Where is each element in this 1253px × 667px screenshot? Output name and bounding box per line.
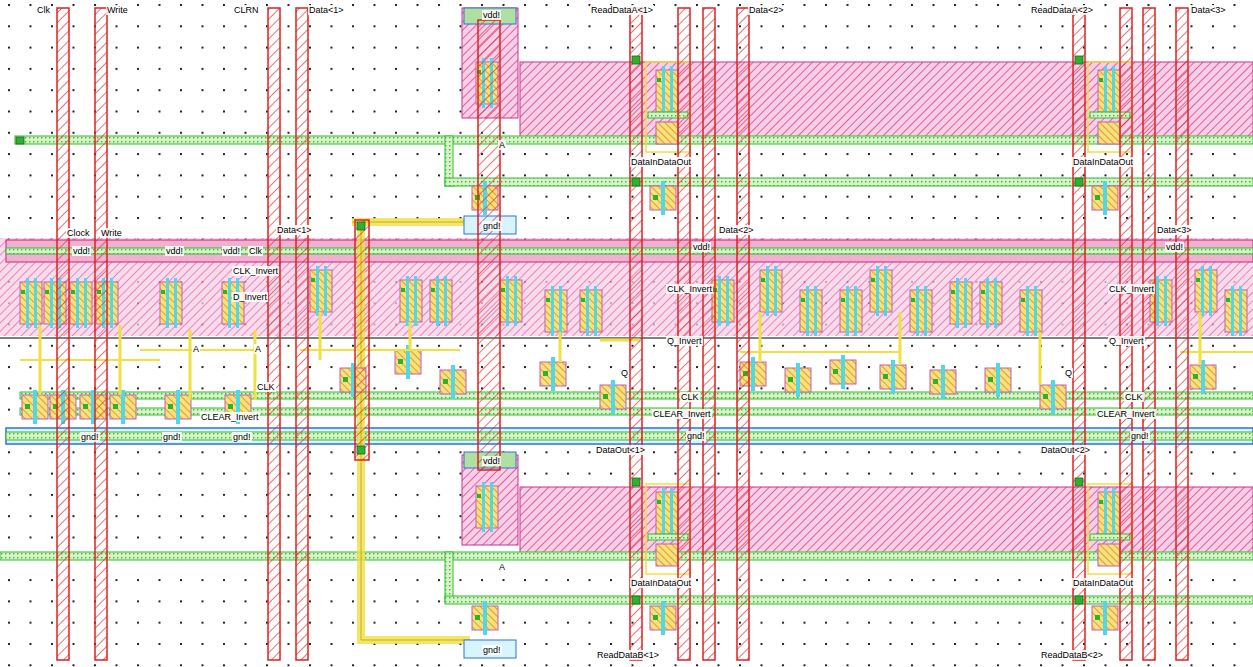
signal-label: CLEAR_Invert (200, 412, 260, 422)
signal-label: Q (1064, 368, 1073, 378)
signal-label: ReadDataA<2> (1030, 5, 1094, 15)
signal-label: CLEAR_Invert (652, 409, 712, 419)
signal-label: A (498, 140, 506, 150)
signal-label: DataOut<2> (1040, 445, 1091, 455)
signal-label: Clk (248, 246, 263, 256)
signal-label: ReadDataA<1> (590, 5, 654, 15)
signal-label: DataInDataOut (1072, 578, 1134, 588)
signal-label: Clock (66, 228, 91, 238)
signal-label: D_Invert (232, 292, 268, 302)
signal-label: ReadDataB<1> (596, 650, 660, 660)
signal-label: DataOut<1> (595, 445, 646, 455)
signal-label: Data<2> (718, 225, 755, 235)
signal-label: gnd! (1130, 431, 1150, 441)
signal-label: vdd! (72, 246, 91, 256)
signal-label: Data<1> (276, 225, 313, 235)
signal-label: CLK (1124, 392, 1144, 402)
signal-label: gnd! (482, 645, 502, 655)
signal-label: Data<3> (1156, 225, 1193, 235)
signal-label: gnd! (80, 432, 100, 442)
signal-label: Write (106, 5, 129, 15)
signal-label: A (192, 344, 200, 354)
signal-label: DataInDataOut (630, 578, 692, 588)
signal-label: vdd! (482, 10, 501, 20)
signal-label: Clk (36, 5, 51, 15)
signal-label: Data<2> (748, 5, 785, 15)
signal-label: Q (620, 368, 629, 378)
signal-label: gnd! (162, 432, 182, 442)
signal-label: gnd! (232, 432, 252, 442)
signal-label: gnd! (482, 221, 502, 231)
signal-label: Q_Invert (1108, 336, 1145, 346)
signal-label: Q_Invert (666, 336, 703, 346)
signal-label: ReadDataB<2> (1040, 650, 1104, 660)
signal-label: CLK_Invert (1108, 284, 1155, 294)
signal-label: CLRN (233, 5, 260, 15)
signal-label: gnd! (686, 431, 706, 441)
signal-label: Data<3> (1190, 5, 1227, 15)
signal-label: Write (100, 228, 123, 238)
signal-label: vdd! (165, 246, 184, 256)
signal-label: CLK_Invert (666, 284, 713, 294)
signal-label: vdd! (1165, 242, 1184, 252)
signal-label: CLEAR_Invert (1096, 409, 1156, 419)
signal-label: DataInDataOut (1072, 157, 1134, 167)
signal-label: A (254, 344, 262, 354)
signal-label: vdd! (222, 246, 241, 256)
signal-label: vdd! (482, 456, 501, 466)
signal-label: CLK_Invert (232, 266, 279, 276)
signal-label: CLK (256, 382, 276, 392)
signal-label: Data<1> (308, 5, 345, 15)
signal-label: CLK (680, 392, 700, 402)
signal-label: DataInDataOut (630, 157, 692, 167)
signal-label: A (498, 562, 506, 572)
signal-label: vdd! (692, 242, 711, 252)
